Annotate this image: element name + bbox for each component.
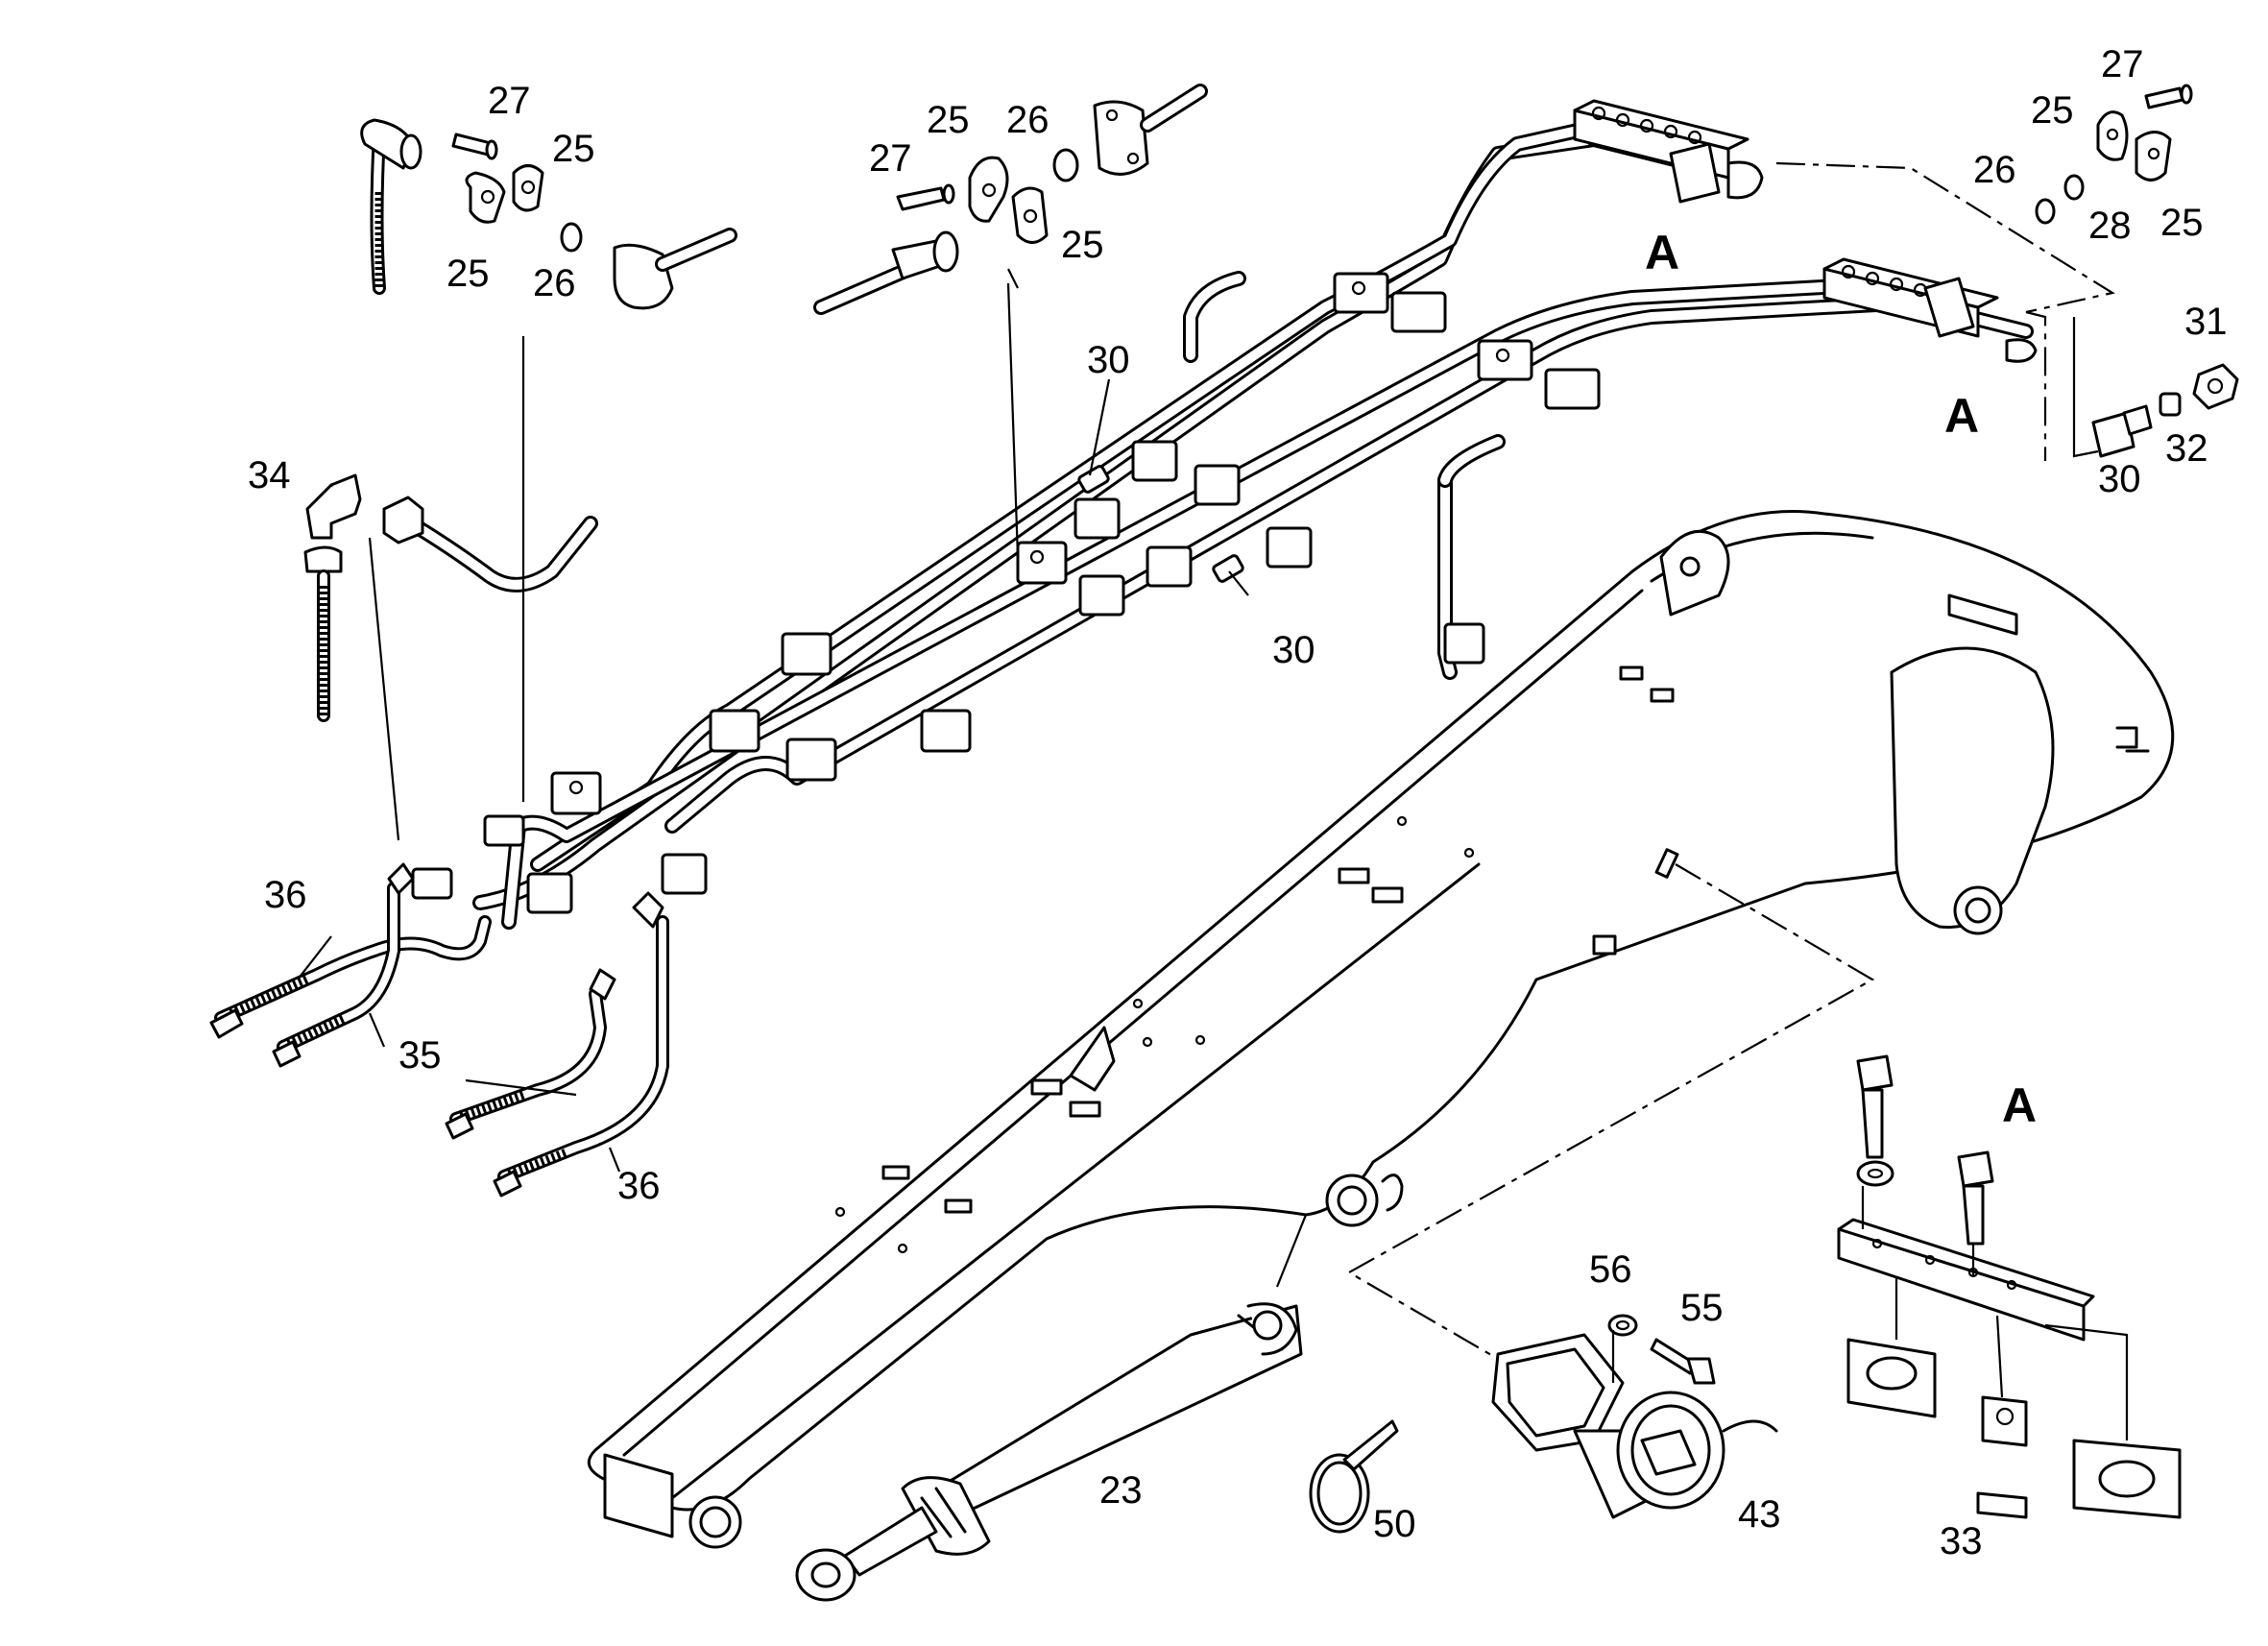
pipe-bundle-lower	[501, 276, 2034, 930]
manifold-block-upper	[1573, 99, 1764, 204]
washer-56	[1607, 1314, 1638, 1337]
callout-36: 36	[264, 874, 307, 916]
hose-segment	[303, 545, 343, 722]
manifold-block-lower	[1822, 257, 2038, 363]
callout-56: 56	[1589, 1248, 1632, 1291]
callout-27: 27	[2101, 43, 2144, 85]
callout-26: 26	[1006, 99, 1050, 141]
work-light-43	[1491, 1333, 1778, 1519]
callout-25: 25	[2160, 202, 2204, 244]
reference-lines	[1346, 161, 2115, 1360]
callout-25: 25	[446, 253, 490, 295]
callout-43: 43	[1738, 1493, 1781, 1536]
callout-33: 33	[1940, 1520, 1983, 1562]
callout-26: 26	[1973, 149, 2016, 191]
leader-lines	[297, 268, 2129, 1440]
elbow-fitting-34	[305, 473, 362, 540]
fitting-set-right	[2091, 363, 2239, 458]
callout-30: 30	[1087, 339, 1130, 381]
hoses-left	[209, 862, 669, 1198]
callout-a: A	[1645, 226, 1679, 279]
hydraulic-cylinder	[795, 1302, 1303, 1602]
callout-30: 30	[1272, 629, 1315, 671]
callout-31: 31	[2184, 301, 2228, 343]
callout-35: 35	[398, 1034, 442, 1077]
callout-25: 25	[2031, 89, 2074, 132]
callout-27: 27	[869, 137, 912, 180]
callout-27: 27	[488, 80, 531, 122]
flange-set-right	[2035, 84, 2193, 225]
callout-50: 50	[1373, 1503, 1416, 1545]
pipe-clamps	[411, 272, 1601, 914]
callout-labels: 27 25 25 26 27 25 26 25 27 25 26 28 25 3…	[248, 43, 2228, 1562]
callout-55: 55	[1680, 1287, 1724, 1329]
hose-clamp-50	[1309, 1419, 1399, 1534]
detail-a-clamp-assembly	[1837, 1054, 2182, 1519]
callout-25: 25	[552, 128, 595, 170]
callout-a: A	[2002, 1078, 2037, 1132]
callout-26: 26	[533, 262, 576, 304]
callout-23: 23	[1099, 1469, 1143, 1512]
flange-set-center	[813, 84, 1208, 315]
callout-34: 34	[248, 454, 291, 496]
callout-a: A	[1944, 389, 1979, 443]
callout-30: 30	[2098, 458, 2141, 500]
callout-32: 32	[2165, 427, 2208, 470]
callout-28: 28	[2088, 205, 2132, 247]
bolt-55	[1650, 1338, 1716, 1385]
callout-25: 25	[927, 99, 970, 141]
callout-25: 25	[1061, 224, 1104, 266]
boom-arm	[587, 510, 2175, 1549]
flange-set-left	[360, 118, 737, 310]
bent-tube	[382, 496, 598, 593]
callout-36: 36	[617, 1165, 661, 1207]
